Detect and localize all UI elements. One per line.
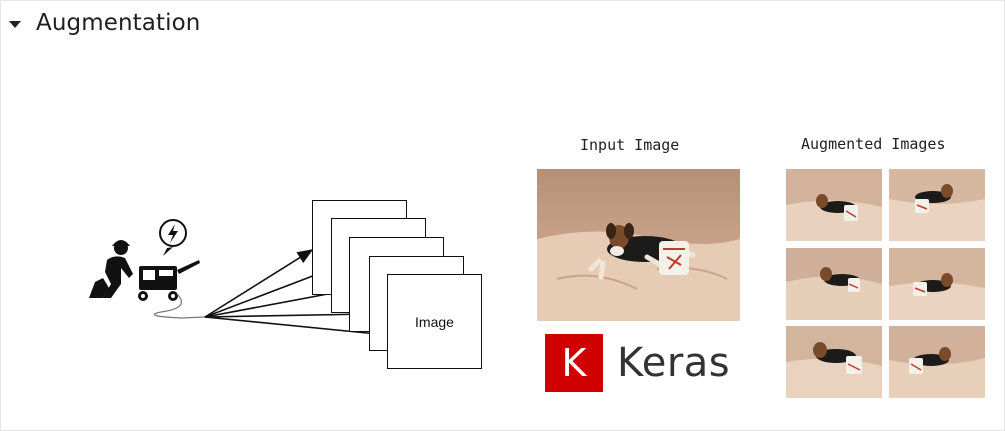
augmented-image-3 (786, 248, 882, 320)
keras-wordmark: Keras (617, 340, 731, 386)
collapse-caret-icon[interactable] (9, 20, 21, 28)
section-title: Augmentation (36, 10, 201, 36)
generator-diagram-svg (89, 219, 389, 340)
augmented-image-5 (786, 326, 882, 398)
keras-badge: K (545, 334, 603, 392)
image-stack-label: Image (415, 313, 454, 330)
augmentation-generator-diagram: Image (81, 186, 501, 386)
power-generator-worker-icon (89, 240, 200, 301)
lightning-bolt-icon (159, 219, 187, 256)
augmented-image-1 (786, 169, 882, 241)
section-header-augmentation[interactable]: Augmentation (9, 10, 200, 36)
keras-logo: K Keras (545, 334, 730, 392)
image-stack-card-front: Image (387, 274, 482, 369)
input-image-title: Input Image (580, 136, 680, 154)
augmented-images-title: Augmented Images (801, 135, 946, 153)
augmented-image-2 (889, 169, 985, 241)
input-dog-photo (537, 169, 740, 321)
augmented-image-6 (889, 326, 985, 398)
augmented-image-4 (889, 248, 985, 320)
